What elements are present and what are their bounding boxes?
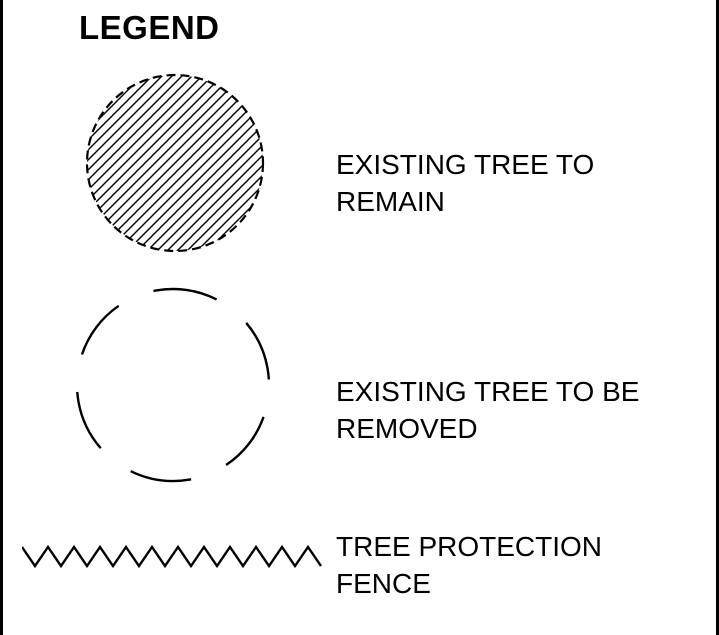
tree-to-be-removed-label-line1: EXISTING TREE TO BE xyxy=(336,376,640,407)
tree-to-be-removed-label: EXISTING TREE TO BE REMOVED xyxy=(336,373,639,447)
legend-title: LEGEND xyxy=(79,9,220,46)
hatched-dashed-circle-icon xyxy=(85,73,265,253)
tree-protection-fence-label-line2: FENCE xyxy=(336,568,431,599)
tree-to-be-removed-label-line2: REMOVED xyxy=(336,413,478,444)
tree-to-remain-label: EXISTING TREE TO REMAIN xyxy=(336,146,594,220)
dashed-circle-icon xyxy=(75,287,271,483)
tree-to-remain-label-line2: REMAIN xyxy=(336,186,445,217)
zigzag-fence-icon xyxy=(22,544,322,569)
tree-protection-fence-label: TREE PROTECTION FENCE xyxy=(336,528,602,602)
tree-to-remain-label-line1: EXISTING TREE TO xyxy=(336,149,595,180)
tree-protection-fence-label-line1: TREE PROTECTION xyxy=(336,531,603,562)
